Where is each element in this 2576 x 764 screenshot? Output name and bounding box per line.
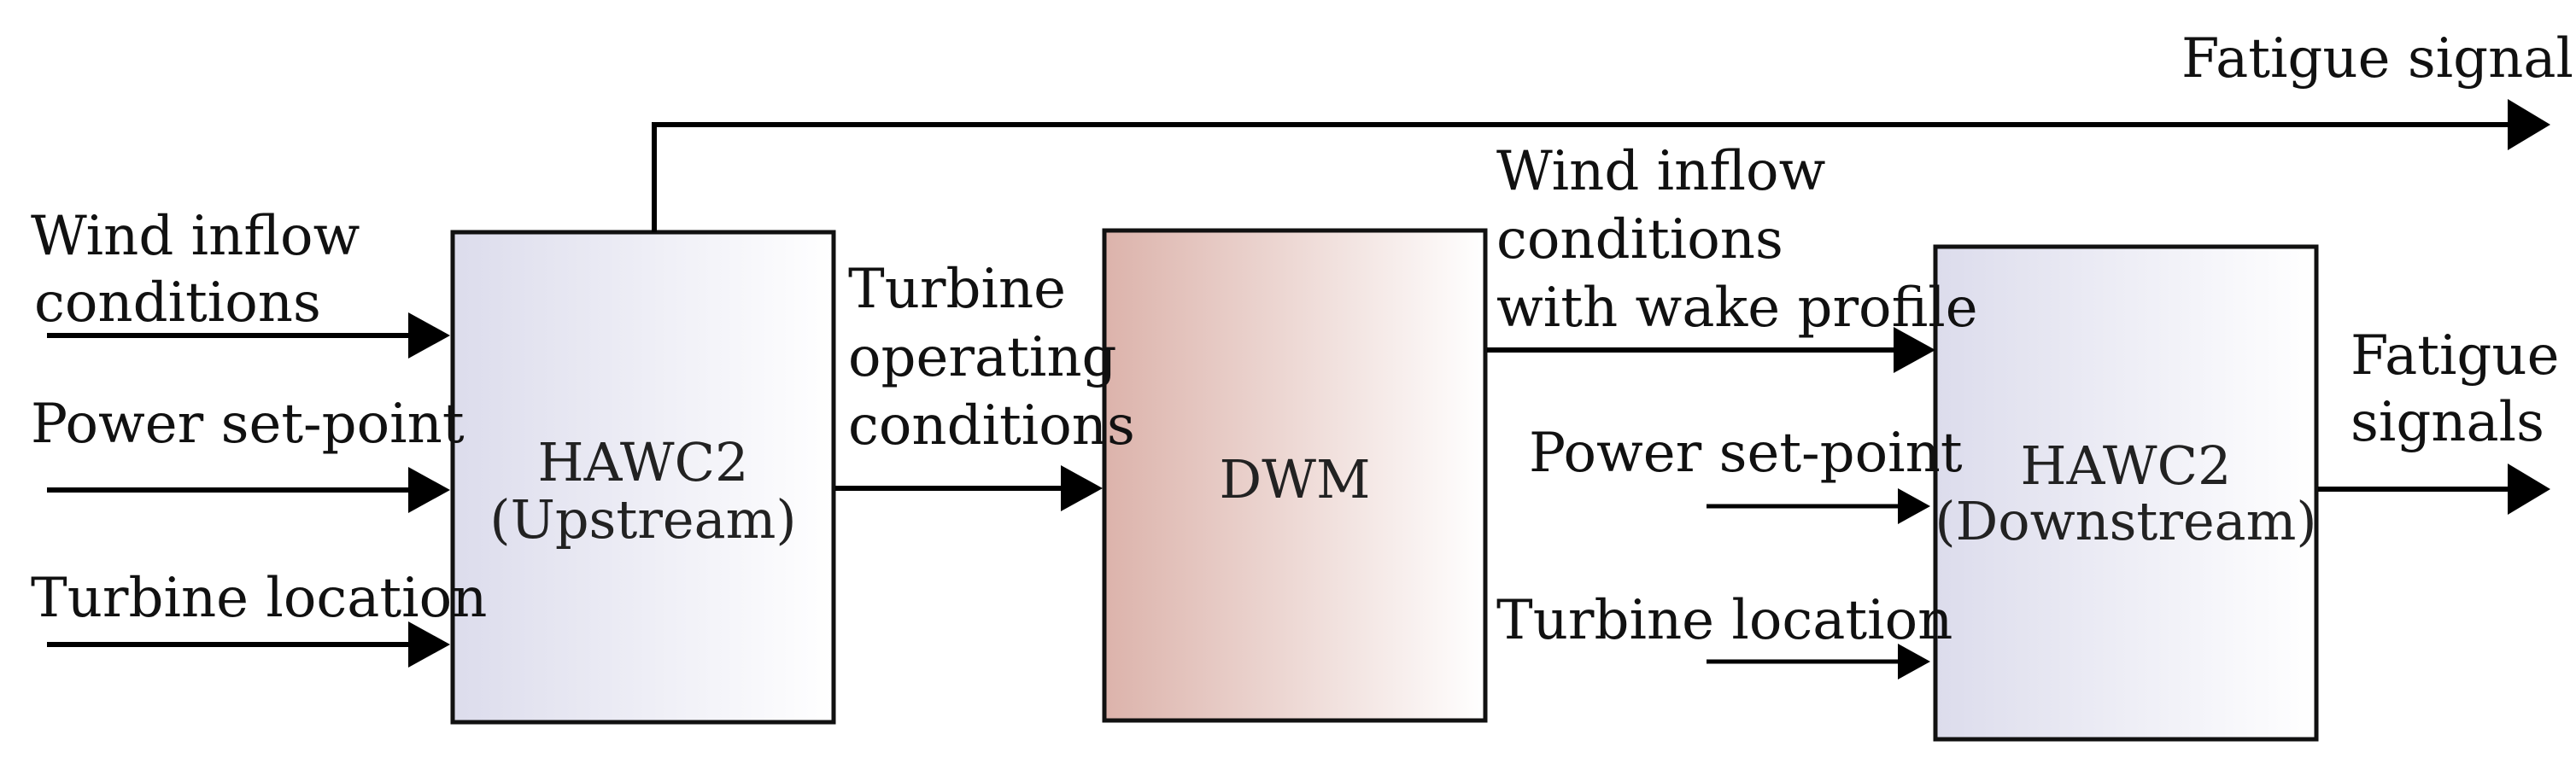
downstream-power-label: Power set-point — [1529, 422, 1963, 485]
wake-profile-label-line1: Wind inflow — [1496, 140, 1825, 203]
wind-input-arrow — [47, 312, 450, 359]
upstream-block: HAWC2 (Upstream) — [450, 230, 836, 725]
downstream-block-subtitle: (Downstream) — [1935, 490, 2316, 552]
upstream-block-title: HAWC2 — [538, 431, 749, 493]
downstream-location-arrow — [1707, 644, 1930, 679]
downstream-fatigue-label-line1: Fatigue — [2351, 324, 2559, 388]
operating-conditions-label-line2: operating — [848, 326, 1117, 389]
downstream-fatigue-label-line2: signals — [2351, 391, 2544, 454]
operating-conditions-label-line1: Turbine — [848, 258, 1066, 321]
dwm-block-label: DWM — [1220, 448, 1371, 510]
downstream-fatigue-arrow — [2318, 464, 2550, 515]
dwm-block: DWM — [1102, 228, 1488, 723]
downstream-block-title: HAWC2 — [2021, 434, 2232, 497]
location-input-label: Turbine location — [31, 567, 487, 630]
location-input-arrow — [47, 621, 450, 668]
wind-input-label-line1: Wind inflow — [31, 205, 360, 268]
wake-profile-arrow — [1487, 327, 1935, 373]
wake-profile-label-line3: with wake profile — [1496, 277, 1978, 340]
operating-conditions-label-line3: conditions — [848, 394, 1135, 458]
upstream-fatigue-label: Fatigue signals — [2181, 27, 2576, 90]
downstream-power-arrow — [1707, 488, 1930, 524]
operating-conditions-arrow — [835, 465, 1103, 511]
upstream-fatigue-arrow — [652, 99, 2550, 232]
power-input-arrow — [47, 467, 450, 513]
wake-profile-label-line2: conditions — [1496, 208, 1783, 271]
upstream-block-subtitle: (Upstream) — [489, 488, 796, 551]
power-input-label: Power set-point — [31, 393, 465, 456]
wind-input-label-line2: conditions — [34, 271, 321, 335]
downstream-block: HAWC2 (Downstream) — [1933, 244, 2319, 742]
downstream-location-label: Turbine location — [1496, 589, 1952, 652]
